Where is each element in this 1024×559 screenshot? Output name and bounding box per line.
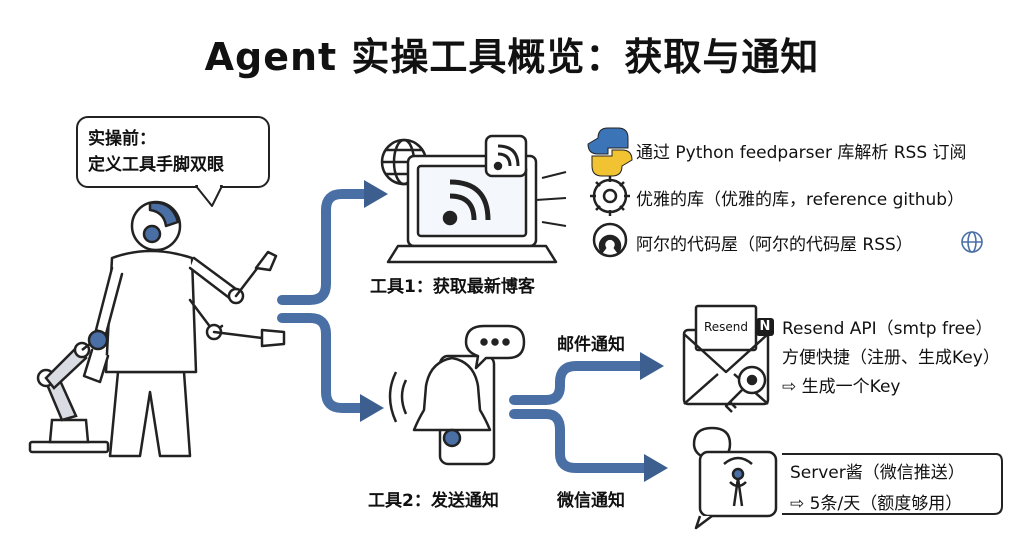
intro-line-1: 实操前： [88, 129, 156, 149]
envelope-key-icon [682, 304, 770, 413]
signal-lines-tool1 [535, 171, 567, 227]
branch-wechat-label: 微信通知 [557, 491, 625, 511]
server-line-2: ⇨ 5条/天（额度够用） [790, 494, 963, 514]
wechat-text-bubble-outline [782, 453, 1003, 515]
server-line-1: Server酱（微信推送） [790, 463, 965, 483]
serverchan-block: Server酱（微信推送） ⇨ 5条/天（额度够用） [790, 458, 965, 514]
tool2-label: 工具2：发送通知 [368, 491, 499, 511]
bubble-tail [195, 184, 223, 207]
python-logo-icon [587, 127, 633, 177]
tool1-label: 工具1：获取最新博客 [370, 277, 535, 297]
envelope-tag-text: Resend [704, 320, 748, 334]
wechat-push-icon [692, 426, 778, 530]
github-gear-icon [590, 176, 630, 216]
intro-speech-bubble: 实操前： 定义工具手脚双眼 [76, 116, 270, 188]
robot-arm-icon [28, 335, 110, 454]
agent-person-icon [82, 200, 286, 458]
tool1-item-github: 优雅的库（优雅的库，reference github） [636, 190, 965, 210]
globe-icon [961, 231, 983, 253]
flow-arrow-wechat [509, 409, 668, 482]
flow-arrow-to-tool2 [277, 313, 384, 422]
notification-bell-icon [388, 324, 526, 466]
resend-line-1: Resend API（smtp free） [782, 319, 993, 339]
page-title: Agent 实操工具概览：获取与通知 [204, 35, 820, 79]
intro-line-2: 定义工具手脚双眼 [88, 155, 224, 175]
flow-arrow-to-tool1 [277, 180, 388, 305]
flow-arrow-email [509, 352, 664, 405]
laptop-rss-icon [380, 134, 558, 264]
branch-email-label: 邮件通知 [557, 335, 625, 355]
tool1-item-python: 通过 Python feedparser 库解析 RSS 订阅 [636, 143, 967, 163]
resend-block: N Resend API（smtp free） 方便快捷（注册、生成Key） ⇨… [756, 314, 1000, 397]
resend-logo-icon: N [756, 317, 774, 336]
tool1-item-blog: 阿尔的代码屋（阿尔的代码屋 RSS） [636, 235, 913, 255]
resend-line-3: ⇨ 生成一个Key [782, 377, 901, 397]
resend-line-2: 方便快捷（注册、生成Key） [782, 348, 1000, 368]
rss-source-icon [592, 222, 628, 258]
